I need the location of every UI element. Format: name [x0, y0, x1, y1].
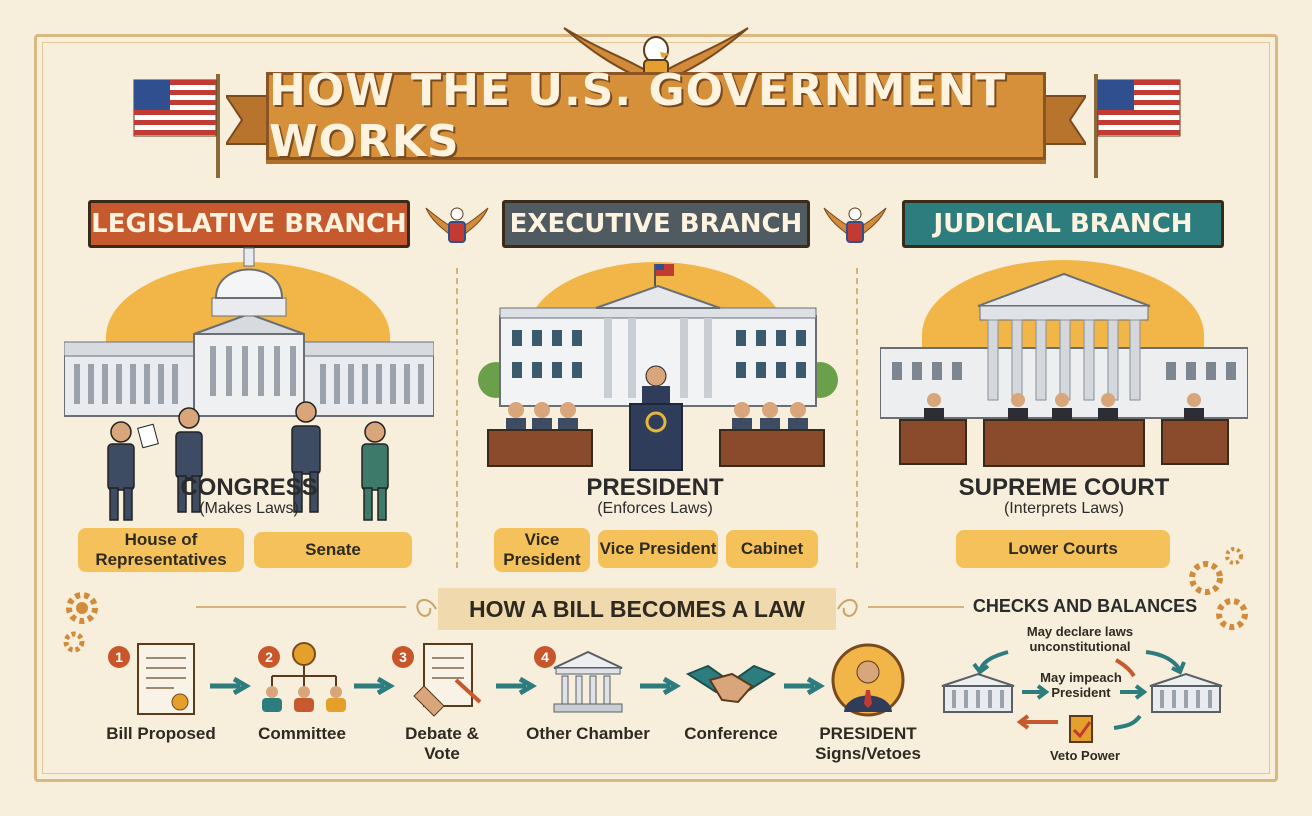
checks-balances-heading: CHECKS AND BALANCES — [972, 596, 1198, 616]
arrow-right-icon — [640, 676, 681, 696]
divider-line — [868, 606, 964, 608]
debate-pen-icon — [413, 643, 482, 717]
senate-label: Senate — [305, 540, 361, 559]
step-label: Committee — [258, 724, 346, 743]
eagle-crest-icon — [563, 27, 749, 81]
congress-title: CONGRESS — [180, 474, 318, 501]
congress-subtitle: (Makes Laws) — [199, 500, 299, 517]
justices-bench-icon — [899, 393, 1229, 467]
building-columns-icon — [553, 650, 623, 713]
arrow-right-icon — [354, 676, 395, 696]
step-label: Other Chamber — [526, 724, 650, 743]
eagle-seal-icon — [823, 207, 887, 243]
president-title: PRESIDENT — [586, 474, 724, 501]
cabinet-label: Cabinet — [740, 539, 804, 558]
house-label: House of Representatives — [95, 530, 227, 569]
step-label: Debate & Vote — [405, 724, 479, 763]
page-title: HOW THE U.S. GOVERNMENT WORKS — [269, 65, 1007, 167]
committee-icon — [262, 642, 346, 712]
check-label: May declare laws unconstitutional — [1026, 624, 1134, 654]
us-flag-left-icon — [133, 74, 220, 178]
president-subtitle: (Enforces Laws) — [597, 500, 713, 517]
step-number-badge: 4 — [534, 646, 556, 668]
legislative-banner-label: LEGISLATIVE BRANCH — [91, 209, 407, 239]
executive-banner: EXECUTIVE BRANCH — [502, 200, 810, 248]
outer-frame — [34, 34, 1278, 782]
scroll-document-icon — [137, 643, 195, 715]
congress-members-icon — [107, 401, 389, 521]
step-label: PRESIDENT Signs/Vetoes — [815, 724, 921, 763]
vice-president-label: Vice President — [599, 539, 717, 558]
judicial-banner-label: JUDICIAL BRANCH — [933, 209, 1193, 239]
capitol-building-icon — [64, 247, 434, 417]
eagle-seal-icon — [425, 207, 489, 243]
bill-heading-bar: HOW A BILL BECOMES A LAW — [438, 588, 836, 630]
gear-icon — [1189, 547, 1248, 630]
step-number-badge: 3 — [392, 646, 414, 668]
legislative-banner: LEGISLATIVE BRANCH — [88, 200, 410, 248]
arrow-right-icon — [784, 676, 825, 696]
flourish-left — [416, 599, 437, 617]
judicial-banner: JUDICIAL BRANCH — [902, 200, 1224, 248]
check-label: Veto Power — [1049, 748, 1121, 763]
arrow-right-icon — [210, 676, 251, 696]
handshake-icon — [686, 664, 776, 704]
president-podium-icon — [487, 365, 825, 471]
senate-pill: Senate — [254, 532, 412, 568]
step-label: Conference — [684, 724, 778, 743]
divider-line — [196, 606, 406, 608]
step-number-badge: 2 — [258, 646, 280, 668]
bill-heading: HOW A BILL BECOMES A LAW — [468, 595, 806, 622]
vice-president-pill: Vice President — [598, 530, 718, 568]
house-pill: House of Representatives — [78, 528, 244, 572]
cabinet-pill: Cabinet — [726, 530, 818, 568]
lower-courts-label: Lower Courts — [1008, 539, 1118, 558]
column-divider — [456, 268, 458, 568]
vice-president-pill: Vice President — [494, 528, 590, 572]
flourish-right — [837, 599, 858, 617]
step-number-badge: 1 — [108, 646, 130, 668]
gear-icon — [63, 592, 98, 653]
vice-president-label: Vice President — [503, 530, 581, 569]
supreme-court-subtitle: (Interprets Laws) — [1003, 500, 1125, 517]
check-label: May impeach President — [1040, 670, 1122, 700]
column-divider — [856, 268, 858, 568]
arrow-right-icon — [496, 676, 537, 696]
step-label: Bill Proposed — [106, 724, 216, 743]
main-title-ribbon: HOW THE U.S. GOVERNMENT WORKS — [266, 65, 1046, 167]
supreme-court-title: SUPREME COURT — [958, 474, 1170, 501]
checks-balances-diagram — [941, 650, 1223, 743]
lower-courts-pill: Lower Courts — [956, 530, 1170, 568]
executive-banner-label: EXECUTIVE BRANCH — [509, 209, 803, 239]
us-flag-right-icon — [1094, 74, 1181, 178]
president-portrait-icon — [831, 643, 905, 717]
